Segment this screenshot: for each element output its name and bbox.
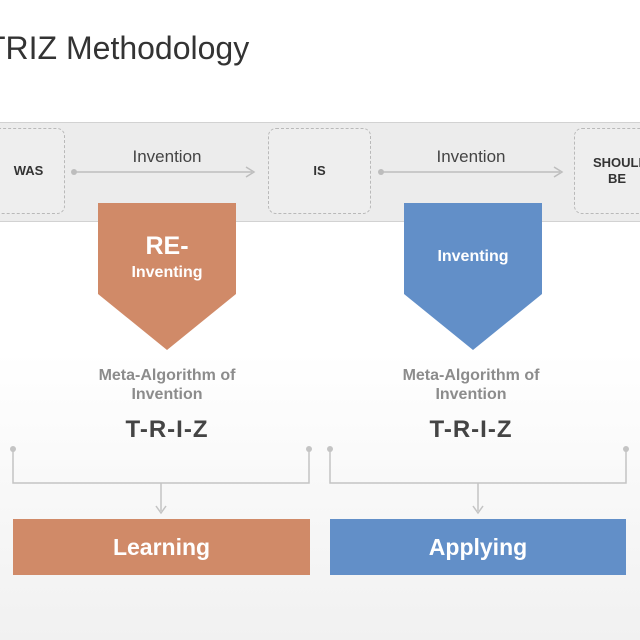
stage-should-be: SHOULD BE <box>574 128 640 214</box>
chevron-inventing-subtitle: Inventing <box>437 248 509 265</box>
transition-label-1: Invention <box>132 147 202 166</box>
triz-label-left: T-R-I-Z <box>125 416 209 443</box>
result-bar-applying: Applying <box>330 519 626 575</box>
meta-algorithm-label-left: Meta-Algorithm of Invention <box>98 367 236 403</box>
stage-was-label: WAS <box>13 163 44 178</box>
chevron-reinventing-subtitle: Inventing <box>131 264 203 281</box>
transition-arrow-1 <box>71 166 256 178</box>
transition-arrow-2 <box>378 166 564 178</box>
result-learning-label: Learning <box>112 533 211 560</box>
chevron-reinventing-title: RE- <box>145 232 189 260</box>
bracket-right <box>327 446 629 515</box>
result-applying-label: Applying <box>428 533 528 560</box>
transition-label-2: Invention <box>436 147 506 166</box>
triz-label-right: T-R-I-Z <box>429 416 513 443</box>
chevron-reinventing <box>98 203 236 350</box>
bracket-left <box>10 446 312 515</box>
stage-was: WAS <box>0 128 65 214</box>
stage-is-label: IS <box>313 163 326 178</box>
stage-should-be-label: SHOULD BE <box>593 155 640 186</box>
page-title: TRIZ Methodology <box>0 30 250 66</box>
chevron-inventing <box>404 203 542 350</box>
result-bar-learning: Learning <box>13 519 310 575</box>
meta-algorithm-label-right: Meta-Algorithm of Invention <box>402 367 540 403</box>
stage-is: IS <box>268 128 371 214</box>
